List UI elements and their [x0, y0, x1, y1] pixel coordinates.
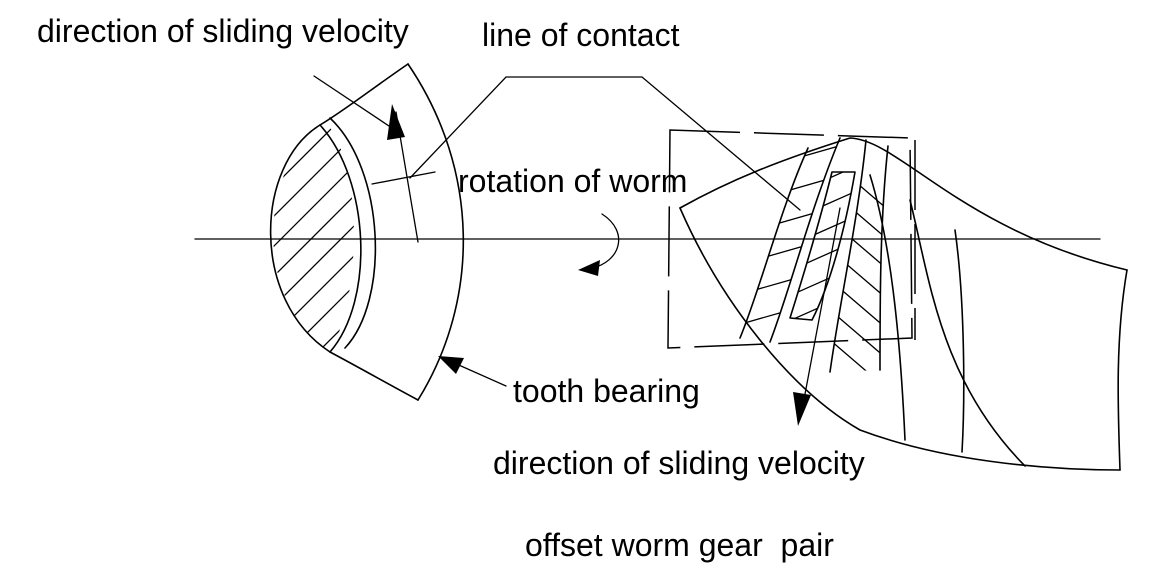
label-tooth-bearing: tooth bearing: [513, 373, 700, 409]
right-hatching-a: [740, 139, 840, 342]
tooth-bearing-leader: [438, 356, 507, 387]
sliding-velocity-arrowhead-top: [387, 104, 405, 140]
right-hatching-c: [830, 159, 888, 372]
label-line-of-contact: line of contact: [482, 17, 680, 53]
rotation-arrow: [578, 213, 620, 276]
worm-wheel-section: [269, 63, 465, 401]
left-hatching: [273, 122, 354, 352]
worm-body: [667, 129, 1128, 471]
label-rotation-of-worm: rotation of worm: [458, 163, 687, 199]
sliding-velocity-leader-top: [313, 75, 393, 129]
line-of-contact-leader: [409, 76, 801, 211]
label-sliding-velocity-top: direction of sliding velocity: [37, 13, 409, 49]
caption: offset worm gear pair: [525, 527, 834, 563]
sliding-velocity-arrow-bottom: [801, 207, 841, 411]
label-sliding-velocity-bottom: direction of sliding velocity: [493, 445, 865, 481]
sliding-velocity-arrowhead-bottom: [793, 392, 811, 426]
contact-marker-left: [371, 171, 436, 185]
